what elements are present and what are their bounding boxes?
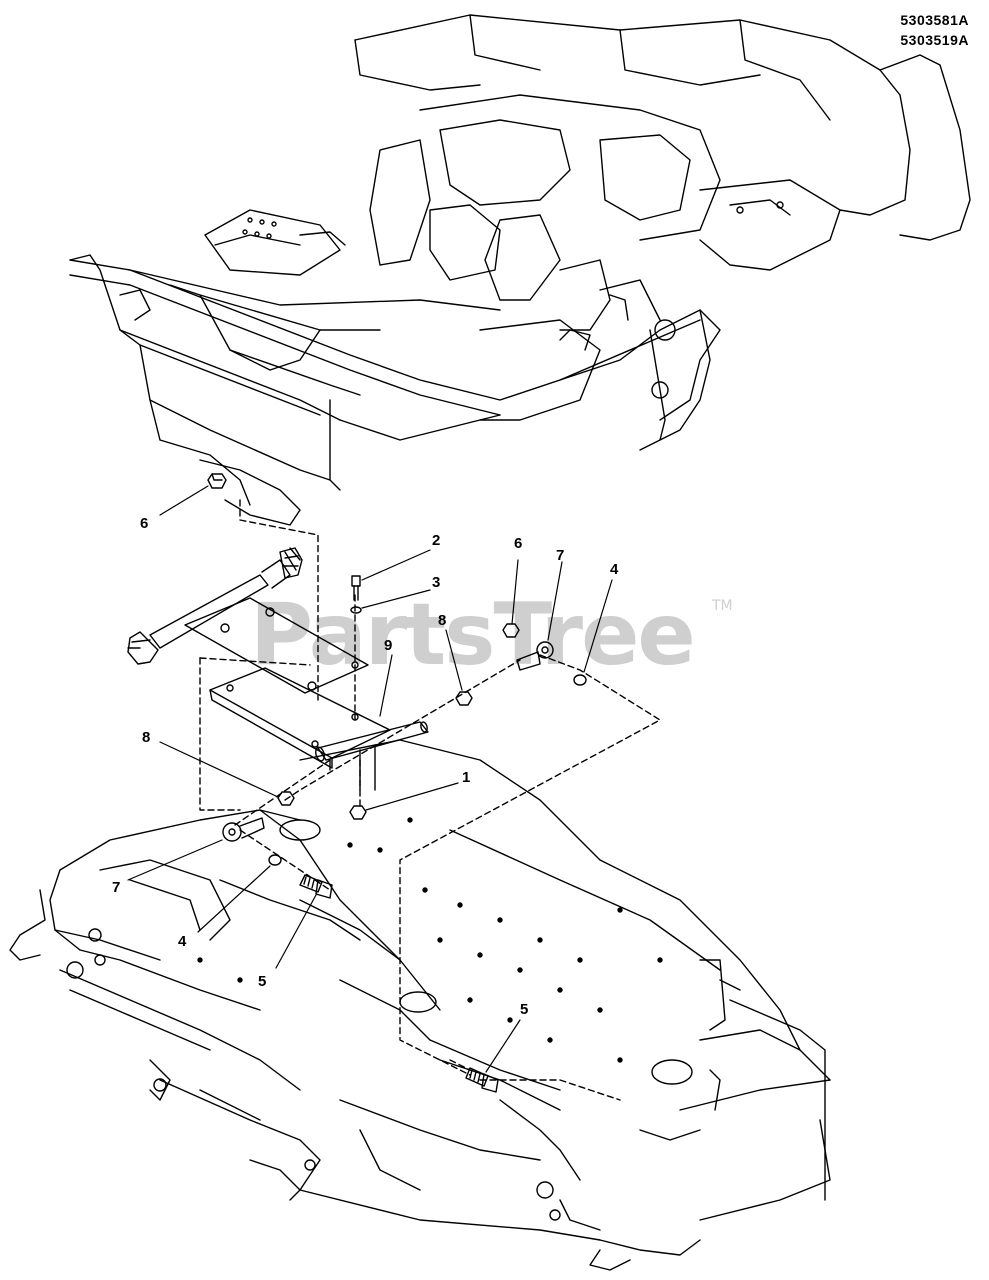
callout-8-mid: 8 [438, 612, 446, 629]
callout-5-right: 5 [520, 1001, 528, 1018]
watermark-trademark: TM [712, 598, 733, 614]
part-code-1: 5303581A [900, 12, 969, 28]
callout-2: 2 [432, 532, 440, 549]
callout-4-right: 4 [610, 561, 619, 578]
washer-4b [268, 854, 282, 866]
rod-end-7a [516, 641, 554, 671]
callout-7-right: 7 [556, 547, 564, 564]
callout-6-left: 6 [140, 515, 148, 532]
chassis-frame [69, 14, 971, 526]
callout-8-left: 8 [142, 729, 150, 746]
callout-6-right: 6 [514, 535, 522, 552]
leader-lines [127, 485, 613, 1073]
washer-4a [573, 674, 587, 686]
hex-nut-8b [277, 791, 295, 806]
callout-3: 3 [432, 574, 440, 591]
callout-7-left: 7 [112, 879, 120, 896]
callout-9: 9 [384, 637, 392, 654]
hex-nut-6b [502, 623, 520, 638]
rod-end-7b [222, 817, 265, 842]
part-code-2: 5303519A [900, 32, 969, 48]
bolt-5b [465, 1067, 499, 1093]
hex-nut-8a [455, 691, 473, 706]
mower-deck [9, 739, 831, 1271]
watermark: PartsTree [250, 585, 696, 685]
hex-nut-6a [207, 473, 227, 489]
callout-1: 1 [462, 769, 470, 786]
callout-4-left: 4 [178, 933, 187, 950]
mounting-plate-upper [184, 597, 369, 694]
bolt-2 [351, 575, 361, 601]
callout-labels: 2 3 6 7 4 8 9 6 8 1 7 4 5 5 [112, 515, 619, 1018]
tube-9 [315, 721, 429, 791]
hydraulic-rod-assembly [127, 547, 303, 665]
callout-5-left: 5 [258, 973, 266, 990]
bolt-5a [299, 874, 333, 899]
washer-3 [350, 606, 362, 614]
assembly-lines [199, 499, 661, 1101]
hex-nut-1 [349, 805, 367, 820]
